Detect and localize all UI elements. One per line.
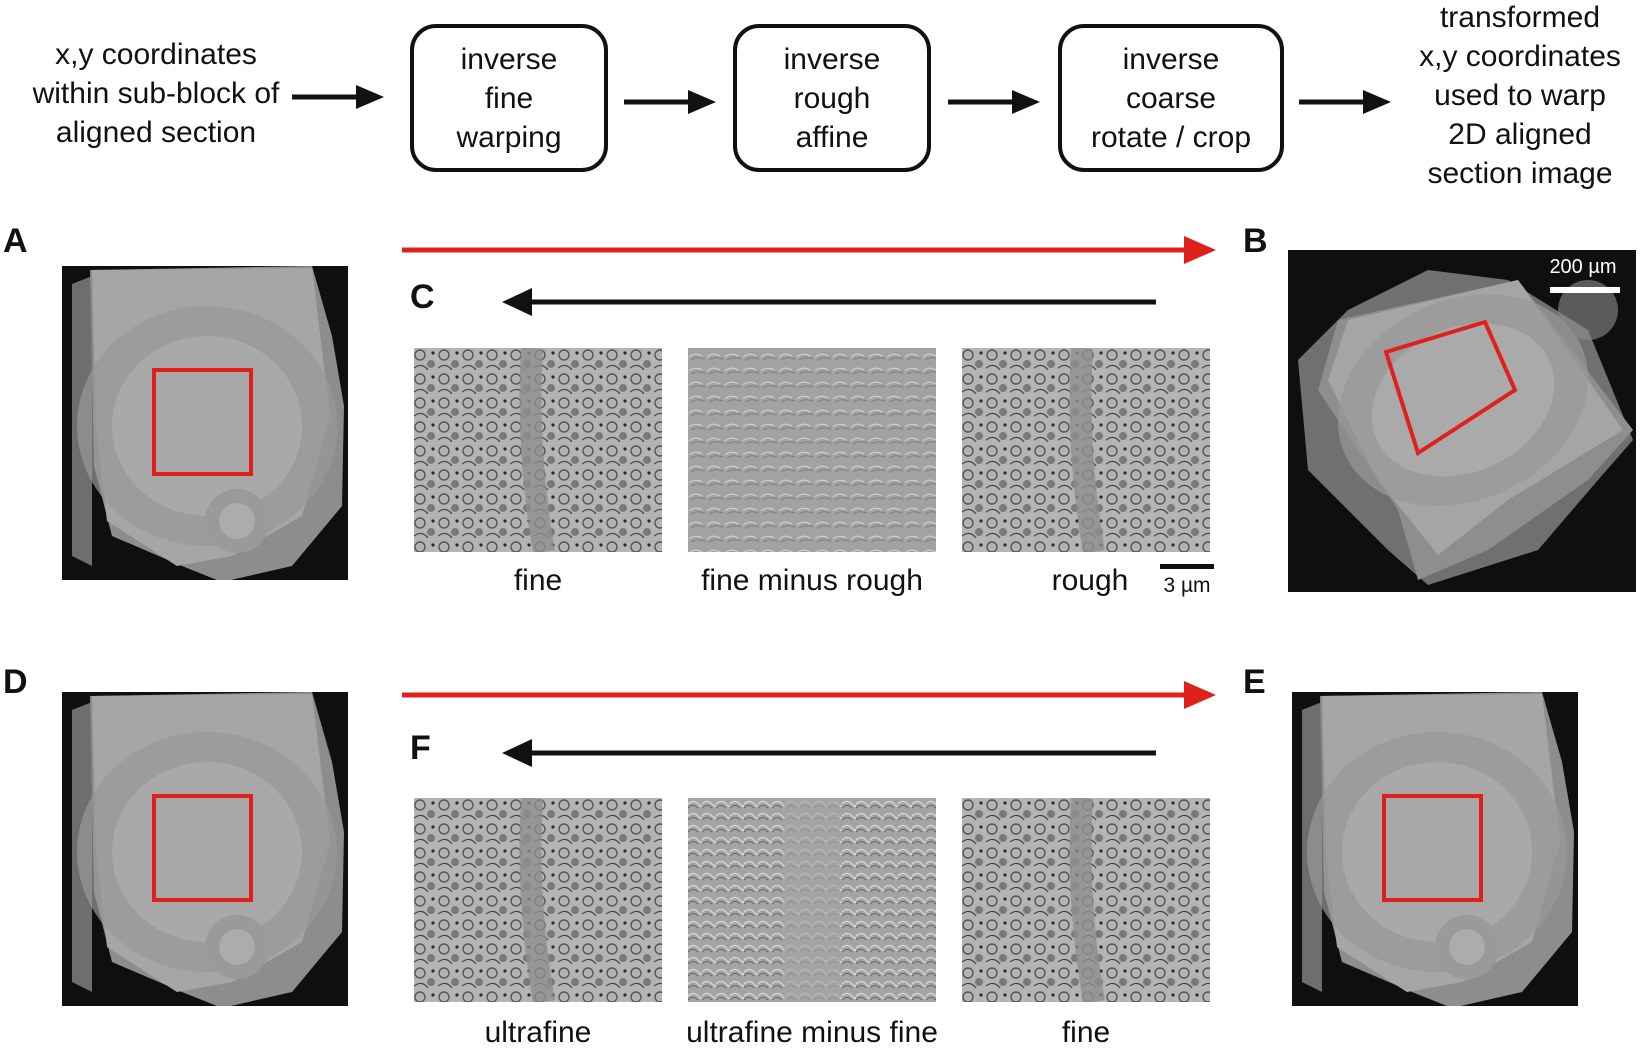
em-tile-rough bbox=[962, 348, 1210, 552]
roi-box-b bbox=[1383, 319, 1518, 457]
caption-fine-row2: fine bbox=[1061, 1016, 1111, 1049]
difference-tile-fine-minus-rough bbox=[688, 348, 936, 552]
roi-box-a bbox=[152, 368, 253, 476]
forward-arrow-row1 bbox=[402, 236, 1216, 264]
step-inverse-rough-affine: inverse rough affine bbox=[733, 24, 931, 172]
step-inverse-fine-warping: inverse fine warping bbox=[410, 24, 608, 172]
difference-tile-ultrafine-minus-fine bbox=[688, 798, 936, 1002]
flow-arrow-2 bbox=[624, 90, 716, 114]
roi-box-e bbox=[1382, 794, 1483, 902]
em-tile-ultrafine bbox=[414, 798, 662, 1002]
scale-bar-200um bbox=[1550, 287, 1620, 293]
input-line-2: within sub-block of bbox=[32, 77, 280, 110]
input-line-3: aligned section bbox=[55, 116, 257, 149]
step3-line1: inverse bbox=[1122, 42, 1220, 76]
panel-label-f: F bbox=[410, 729, 431, 767]
panel-label-c: C bbox=[410, 278, 435, 316]
section-image-e bbox=[1292, 692, 1578, 1006]
panel-label-e: E bbox=[1243, 663, 1266, 701]
step2-line3: affine bbox=[795, 120, 869, 154]
em-tile-fine bbox=[414, 348, 662, 552]
output-line-1: transformed bbox=[1439, 1, 1601, 34]
step3-line3: rotate / crop bbox=[1090, 120, 1252, 154]
step1-line1: inverse bbox=[460, 42, 558, 76]
panel-label-b: B bbox=[1243, 222, 1268, 260]
step1-line3: warping bbox=[456, 120, 562, 154]
section-image-d bbox=[62, 692, 348, 1006]
input-description: x,y coordinates within sub-block of alig… bbox=[18, 35, 294, 152]
scale-label-3um: 3 µm bbox=[1163, 574, 1211, 597]
caption-fine: fine bbox=[513, 564, 563, 597]
section-image-b bbox=[1288, 250, 1636, 592]
inverse-arrow-row1 bbox=[502, 288, 1156, 316]
output-line-3: used to warp bbox=[1434, 79, 1606, 112]
em-tile-fine-row2 bbox=[962, 798, 1210, 1002]
step2-line1: inverse bbox=[783, 42, 881, 76]
output-line-5: section image bbox=[1427, 157, 1613, 190]
step3-line2: coarse bbox=[1125, 81, 1217, 115]
step-inverse-coarse-rotate-crop: inverse coarse rotate / crop bbox=[1058, 24, 1284, 172]
roi-box-d bbox=[152, 794, 253, 902]
flow-arrow-4 bbox=[1299, 90, 1391, 114]
forward-arrow-row2 bbox=[402, 681, 1216, 709]
panel-label-a: A bbox=[3, 222, 28, 260]
scale-bar-3um bbox=[1160, 564, 1214, 569]
flow-arrow-1 bbox=[292, 85, 384, 109]
step2-line2: rough bbox=[793, 81, 871, 115]
output-line-2: x,y coordinates bbox=[1419, 40, 1621, 73]
inverse-arrow-row2 bbox=[502, 739, 1156, 767]
caption-ultrafine-minus-fine: ultrafine minus fine bbox=[686, 1016, 938, 1049]
flow-arrow-3 bbox=[948, 90, 1040, 114]
output-line-4: 2D aligned bbox=[1448, 118, 1592, 151]
panel-label-d: D bbox=[3, 663, 28, 701]
caption-rough: rough bbox=[1051, 564, 1129, 597]
scale-label-200um: 200 µm bbox=[1549, 256, 1617, 278]
output-description: transformed x,y coordinates used to warp… bbox=[1400, 0, 1640, 193]
caption-ultrafine: ultrafine bbox=[484, 1016, 592, 1049]
section-image-a bbox=[62, 266, 348, 580]
caption-fine-minus-rough: fine minus rough bbox=[701, 564, 923, 597]
input-line-1: x,y coordinates bbox=[55, 38, 257, 71]
step1-line2: fine bbox=[484, 81, 534, 115]
